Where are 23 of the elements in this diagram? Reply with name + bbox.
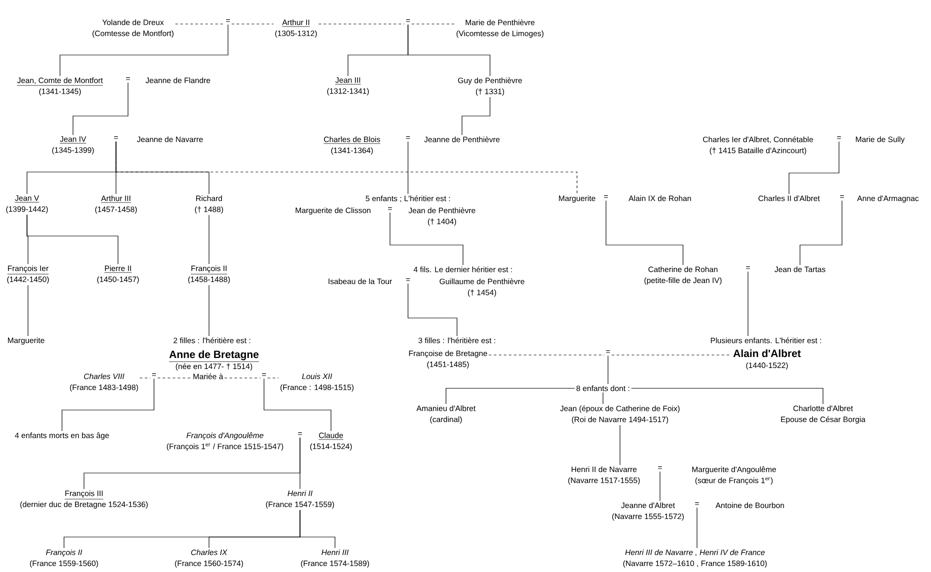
marriage-line xyxy=(488,354,605,356)
descent-line xyxy=(116,141,210,194)
descent-line xyxy=(60,24,228,76)
descent-line xyxy=(62,378,154,432)
descent-line xyxy=(408,283,458,336)
descent-line xyxy=(788,141,840,194)
descent-line xyxy=(300,510,336,548)
descent-line xyxy=(264,378,332,432)
descent-line xyxy=(208,214,210,264)
descent-line xyxy=(72,82,128,136)
marriage-line xyxy=(611,354,732,356)
descent-line xyxy=(26,214,118,264)
descent-line xyxy=(446,388,576,404)
descent-line xyxy=(208,284,210,336)
descent-line xyxy=(602,392,604,404)
descent-line xyxy=(606,200,684,266)
descent-line xyxy=(462,96,490,136)
descent-line xyxy=(696,507,698,548)
descent-line xyxy=(631,388,824,404)
descent-line xyxy=(408,24,490,76)
descent-line xyxy=(800,200,842,266)
descent-line xyxy=(390,212,464,266)
descent-line xyxy=(116,141,578,194)
